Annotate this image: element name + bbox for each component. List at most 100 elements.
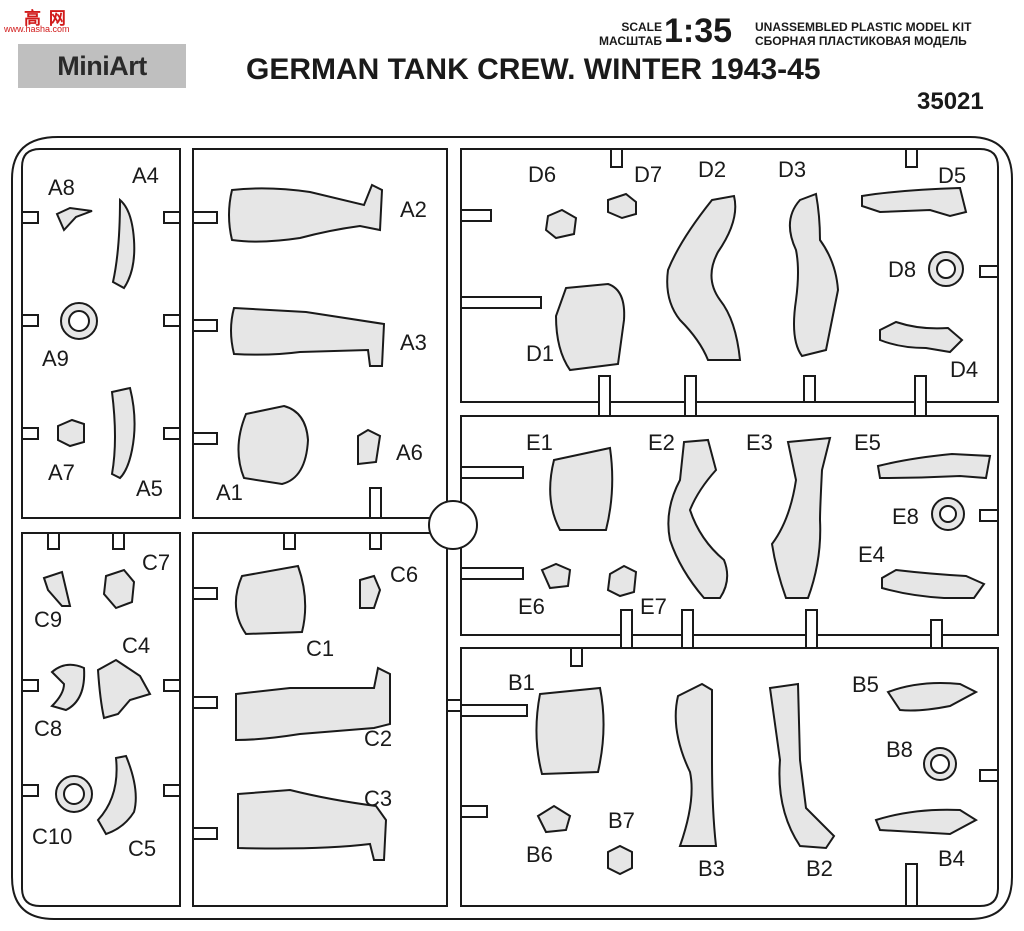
label-a6: A6	[396, 440, 423, 465]
part-a7	[57, 418, 85, 448]
label-b2: B2	[806, 856, 833, 881]
label-c5: C5	[128, 836, 156, 861]
part-c8	[50, 663, 86, 712]
part-c6	[359, 574, 382, 609]
part-c9	[42, 570, 72, 607]
label-b8: B8	[886, 737, 913, 762]
panel-b	[460, 647, 999, 907]
part-d5	[861, 186, 968, 218]
label-b7: B7	[608, 808, 635, 833]
part-e7	[606, 564, 638, 598]
part-d1	[554, 282, 626, 372]
part-e6	[540, 562, 572, 590]
part-c3	[237, 788, 388, 861]
part-e2	[667, 438, 729, 599]
label-a4: A4	[132, 163, 159, 188]
watermark-hanzi: 高 网	[24, 9, 67, 29]
label-e5: E5	[854, 430, 881, 455]
label-d7: D7	[634, 162, 662, 187]
label-c3: C3	[364, 786, 392, 811]
label-c1: C1	[306, 636, 334, 661]
part-c4	[96, 658, 152, 720]
label-e2: E2	[648, 430, 675, 455]
panel-c-left	[21, 532, 181, 907]
label-c10: C10	[32, 824, 72, 849]
label-e1: E1	[526, 430, 553, 455]
panel-c-right	[192, 532, 448, 907]
label-c6: C6	[390, 562, 418, 587]
label-a8: A8	[48, 175, 75, 200]
label-d4: D4	[950, 357, 978, 382]
sprue-hub	[428, 500, 478, 550]
part-d3	[789, 192, 840, 358]
label-d1: D1	[526, 341, 554, 366]
label-b4: B4	[938, 846, 965, 871]
label-d5: D5	[938, 163, 966, 188]
part-b5	[886, 682, 979, 712]
part-e4	[881, 568, 986, 599]
kit-type-en: UNASSEMBLED PLASTIC MODEL KIT	[755, 20, 972, 34]
panel-a-right	[192, 148, 448, 519]
miniart-logo: MiniArt	[18, 44, 186, 88]
label-a1: A1	[216, 480, 243, 505]
label-a7: A7	[48, 460, 75, 485]
kit-number: 35021	[917, 88, 984, 115]
label-d8: D8	[888, 257, 916, 282]
part-d7	[607, 192, 637, 220]
part-a6	[357, 428, 382, 466]
part-b1	[535, 686, 605, 776]
part-c1	[235, 564, 307, 636]
part-e5	[876, 452, 992, 480]
part-a4	[111, 197, 136, 290]
label-d3: D3	[778, 157, 806, 182]
part-c5	[96, 754, 137, 836]
part-b6	[536, 804, 572, 834]
label-e4: E4	[858, 542, 885, 567]
scale-label-en: SCALE	[621, 20, 662, 34]
watermark-url: www.hasha.com	[4, 24, 70, 34]
part-a5	[110, 386, 136, 480]
label-e8: E8	[892, 504, 919, 529]
label-b3: B3	[698, 856, 725, 881]
part-a8	[55, 206, 93, 232]
label-a2: A2	[400, 197, 427, 222]
label-a9: A9	[42, 346, 69, 371]
part-e3	[770, 436, 832, 599]
part-b7	[607, 844, 633, 876]
part-a3	[230, 306, 386, 367]
panel-a-left	[21, 148, 181, 519]
label-c2: C2	[364, 726, 392, 751]
part-c2	[235, 666, 391, 742]
label-a3: A3	[400, 330, 427, 355]
label-e6: E6	[518, 594, 545, 619]
part-a2	[228, 183, 384, 243]
label-b6: B6	[526, 842, 553, 867]
panel-d	[460, 148, 999, 403]
label-c8: C8	[34, 716, 62, 741]
part-d2	[666, 194, 742, 361]
label-c4: C4	[122, 633, 150, 658]
logo-text: MiniArt	[57, 50, 147, 81]
part-b4	[874, 808, 978, 836]
part-a1	[237, 404, 310, 486]
part-e1	[549, 446, 614, 531]
scale-value: 1:35	[664, 12, 733, 50]
part-d6	[544, 208, 578, 240]
sprue-frame-outer	[11, 136, 1013, 920]
part-b3	[674, 682, 718, 847]
kit-title: GERMAN TANK CREW. WINTER 1943-45	[246, 53, 821, 86]
label-b5: B5	[852, 672, 879, 697]
label-b1: B1	[508, 670, 535, 695]
part-b2	[768, 682, 836, 850]
label-e7: E7	[640, 594, 667, 619]
watermark: 高 网 www.hasha.com	[4, 4, 74, 36]
scale-label-ru: МАСШТАБ	[599, 34, 662, 48]
label-c7: C7	[142, 550, 170, 575]
part-d4	[879, 320, 964, 354]
part-c7	[102, 568, 136, 610]
kit-type-ru: СБОРНАЯ ПЛАСТИКОВАЯ МОДЕЛЬ	[755, 34, 967, 48]
label-c9: C9	[34, 607, 62, 632]
label-d2: D2	[698, 157, 726, 182]
label-d6: D6	[528, 162, 556, 187]
